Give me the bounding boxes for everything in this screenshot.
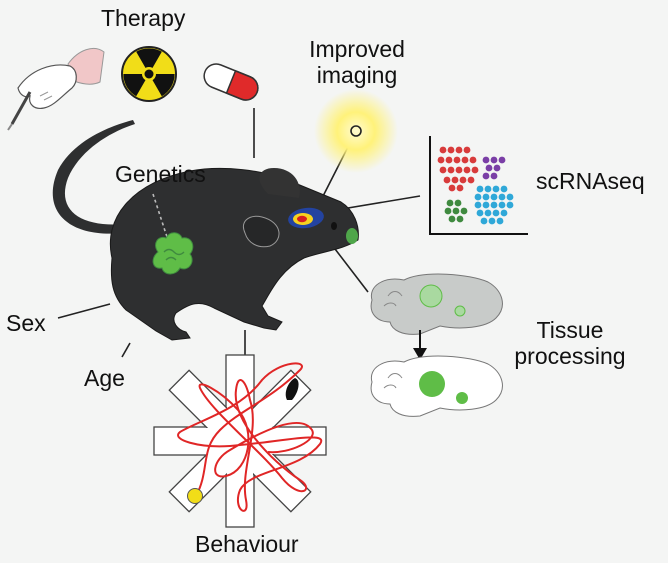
cluster-dot [488,217,496,225]
improved-imaging-label-line2: imaging [316,61,398,88]
scatter-cluster-icon [429,136,528,235]
cluster-green [444,199,468,223]
mouse-body [109,167,359,341]
radial-maze-icon [153,354,327,528]
improved-imaging-label-line1: Improved [309,36,405,62]
brain-slice-icon [370,273,503,417]
cluster-dot [482,193,490,201]
mouse-nose-marker [346,228,358,244]
cluster-dot [448,184,456,192]
cluster-dot [480,217,488,225]
genetics-gene-icon [152,193,194,275]
maze-mouse-silhouette [285,378,299,400]
cluster-dot [498,193,506,201]
tissue-processing-label: Tissue processing [500,317,640,370]
cluster-dot [463,166,471,174]
cluster-dot [476,209,484,217]
cluster-dot [490,156,498,164]
cluster-dot [448,215,456,223]
cluster-dot [439,146,447,154]
cluster-dot [484,209,492,217]
cluster-dot [445,156,453,164]
tissue-processing-label-line2: processing [514,342,626,369]
maze-start-dot [187,488,203,504]
cluster-dot [467,176,475,184]
cluster-dot [498,156,506,164]
brain-slice-bottom [370,355,503,417]
cluster-dot [461,156,469,164]
cluster-dot [454,199,462,207]
improved-imaging-label: Improved imaging [296,36,418,89]
cluster-dot [490,172,498,180]
radiation-trefoil-icon [121,46,177,102]
age-label: Age [84,365,125,391]
cluster-dot [451,176,459,184]
cluster-dot [443,176,451,184]
mouse-icon [52,120,359,341]
cluster-purple [482,156,506,180]
cluster-dot [447,146,455,154]
cluster-dot [469,156,477,164]
cluster-dot [482,156,490,164]
cluster-dot [496,217,504,225]
cluster-dot [476,185,484,193]
cluster-dot [459,176,467,184]
cluster-dot [452,207,460,215]
cluster-dot [455,166,463,174]
cluster-dot [456,215,464,223]
cluster-dot [492,185,500,193]
cluster-dot [500,185,508,193]
mouse-ear-front [243,215,280,248]
cluster-dot [498,201,506,209]
cluster-dot [474,193,482,201]
cluster-dot [456,184,464,192]
brain-slice-top [370,273,503,335]
cluster-dot [490,193,498,201]
scrnaseq-label: scRNAseq [536,168,645,194]
cluster-dot [482,201,490,209]
sex-label: Sex [6,310,46,336]
light-probe-icon [314,89,398,173]
mouse-ear [259,168,300,198]
cluster-dot [447,166,455,174]
mouse-tail [52,120,135,234]
maze-trajectory [177,362,323,512]
tissue-processing-label-line1: Tissue [536,317,604,343]
cluster-dot [506,201,514,209]
cluster-dot [460,207,468,215]
cluster-dot [506,193,514,201]
cluster-dot [463,146,471,154]
therapy-label: Therapy [101,5,186,31]
cluster-blue [474,185,514,225]
cluster-dot [455,146,463,154]
cluster-dot [493,164,501,172]
surgeon-hand-scalpel-icon [7,48,105,131]
cluster-dot [485,164,493,172]
cluster-dot [490,201,498,209]
mouse-eye [331,222,337,230]
cluster-dot [444,207,452,215]
cluster-dot [437,156,445,164]
behaviour-label: Behaviour [195,531,299,557]
cluster-dot [453,156,461,164]
pill-capsule-icon [203,63,259,101]
cluster-dot [500,209,508,217]
cluster-red [437,146,479,192]
genetics-label: Genetics [115,161,206,187]
cluster-dot [439,166,447,174]
cluster-dot [484,185,492,193]
cluster-dot [482,172,490,180]
cluster-dot [474,201,482,209]
cluster-dot [492,209,500,217]
imaging-spot-red [297,215,307,223]
cluster-dot [446,199,454,207]
cluster-dot [471,166,479,174]
